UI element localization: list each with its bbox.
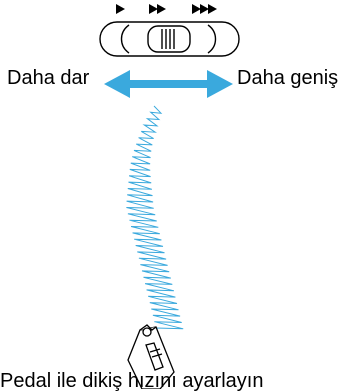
narrower-label: Daha dar [7, 68, 89, 88]
speed-mark-slow [116, 4, 125, 14]
speed-marks [116, 4, 217, 14]
wider-label: Daha geniş [237, 68, 338, 88]
speed-slider-icon [100, 22, 239, 56]
speed-mark-fast [192, 4, 217, 14]
caption: Pedal ile dikiş hızını ayarlayın [0, 371, 263, 391]
speed-mark-medium [149, 4, 166, 14]
width-arrow-icon [104, 70, 233, 98]
zigzag-stitch-icon [126, 106, 183, 329]
